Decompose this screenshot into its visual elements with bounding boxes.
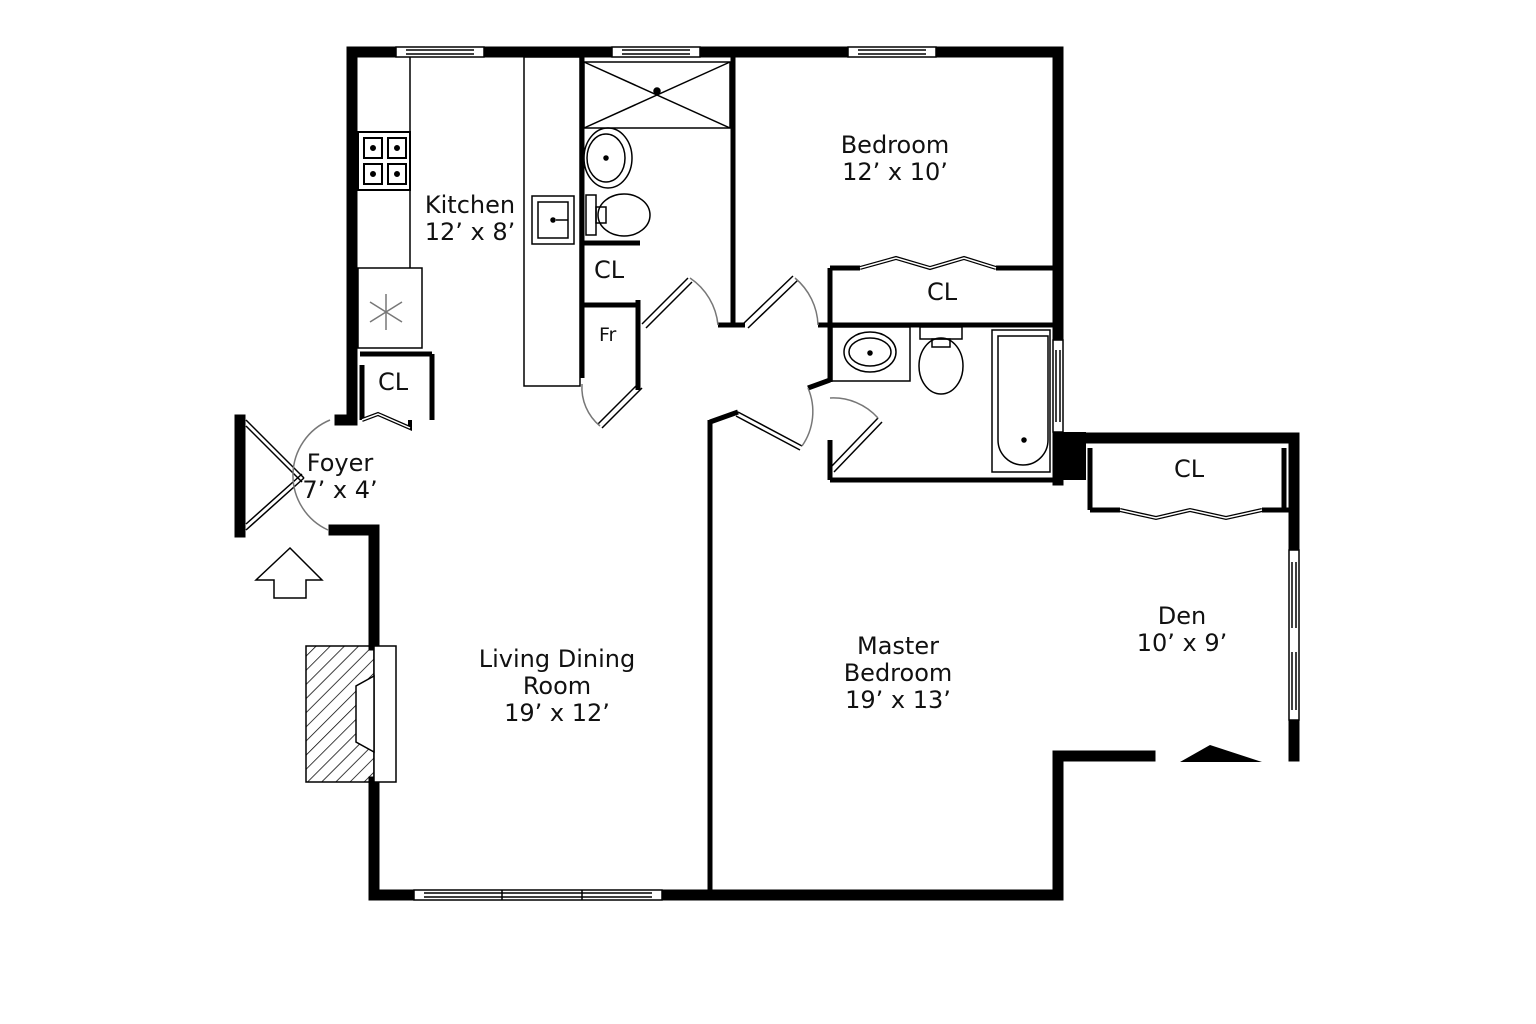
- room-size: 12’ x 8’: [424, 218, 516, 246]
- interior-walls: [359, 57, 1290, 890]
- exterior-walls: [234, 46, 1300, 901]
- room-name: Kitchen: [424, 191, 516, 219]
- room-size: 7’ x 4’: [302, 476, 378, 504]
- refrigerator-icon: [369, 294, 403, 330]
- bathtub-icon: [991, 329, 1051, 473]
- closet-label: CL: [378, 368, 409, 396]
- shower-icon: [583, 61, 731, 129]
- doors: [245, 255, 1263, 531]
- kitchen-counters: [357, 56, 581, 387]
- room-label-kitchen: Kitchen 12’ x 8’: [410, 192, 530, 246]
- den-wall-segment: [1180, 745, 1262, 762]
- closet-label: CL: [1174, 455, 1205, 483]
- toilet-icon: [585, 193, 651, 237]
- windows: [395, 46, 1300, 901]
- room-name: Den: [1157, 602, 1207, 630]
- entry-arrow-icon: [254, 546, 324, 599]
- fridge-label: Fr: [599, 324, 617, 346]
- kitchen-sink-icon: [531, 195, 575, 245]
- room-name: Master: [857, 632, 939, 660]
- room-name: Living Dining: [478, 645, 636, 673]
- room-label-living-dining: Living Dining Room 19’ x 12’: [467, 646, 647, 727]
- stove-icon: [357, 131, 411, 191]
- room-label-master-bedroom: Master Bedroom 19’ x 13’: [828, 633, 968, 714]
- fireplace-icon: [305, 645, 397, 783]
- bathroom-sink-icon: [831, 326, 911, 382]
- room-size: 19’ x 13’: [845, 686, 951, 714]
- room-name: Foyer: [306, 449, 374, 477]
- room-name: Bedroom: [840, 131, 950, 159]
- room-size: 12’ x 10’: [842, 158, 948, 186]
- room-size: 10’ x 9’: [1136, 629, 1228, 657]
- room-label-den: Den 10’ x 9’: [1122, 603, 1242, 657]
- closet-label: CL: [927, 278, 958, 306]
- room-size: 19’ x 12’: [504, 699, 610, 727]
- room-name-2: Bedroom: [843, 659, 953, 687]
- room-label-bedroom: Bedroom 12’ x 10’: [825, 132, 965, 186]
- room-name-2: Room: [522, 672, 592, 700]
- toilet-icon: [918, 326, 964, 395]
- bathroom-sink-icon: [583, 127, 633, 189]
- room-label-foyer: Foyer 7’ x 4’: [290, 450, 390, 504]
- closet-label: CL: [594, 256, 625, 284]
